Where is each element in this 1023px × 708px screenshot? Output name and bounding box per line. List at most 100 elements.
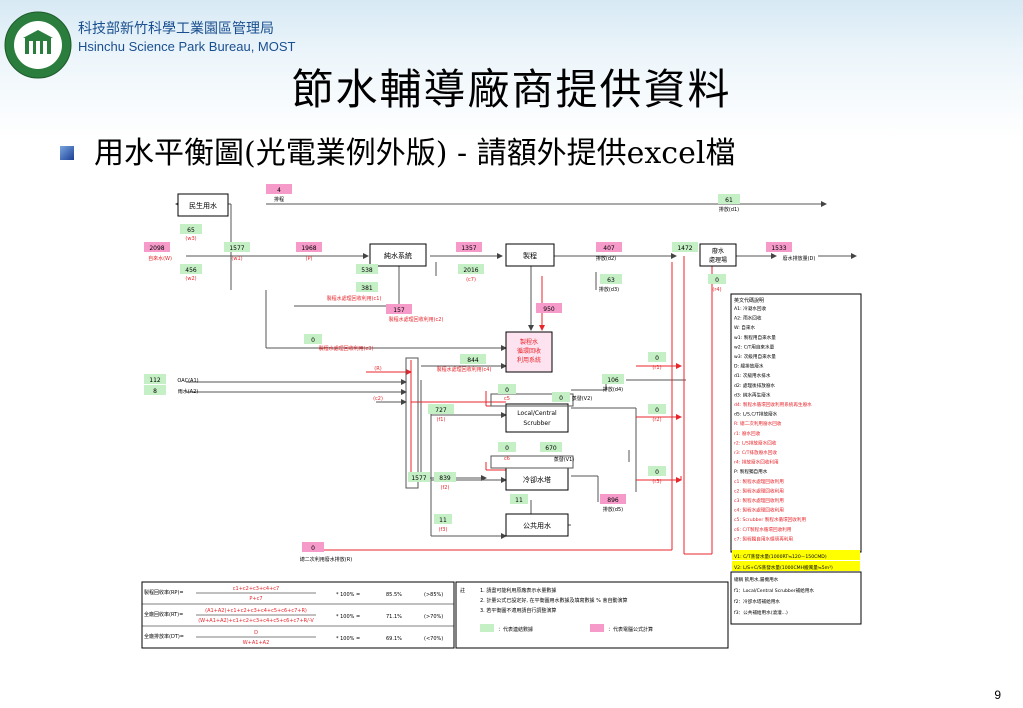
water-balance-svg: 民生用水 純水系統 製程 廢水 處理場 製程水 循環回收 利用系統 Local/…	[141, 184, 862, 649]
note-3: 3. 若平衡圖不適用請自行調整演算	[480, 607, 556, 614]
cell-1357	[456, 242, 482, 252]
label-c5: c5	[504, 396, 510, 402]
label-d2: 排放(d2)	[596, 255, 616, 262]
label-r3: (r3)	[652, 479, 661, 485]
rt-value: 71.1%	[386, 614, 402, 620]
label-c3: 製程水處理回收利用(c3)	[319, 345, 374, 352]
note-1: 1. 請盡可能利用原廠表示水量數據	[480, 587, 556, 594]
value-f1: 727	[435, 407, 447, 414]
value-P: 1968	[301, 245, 316, 252]
label-R: (R)	[374, 366, 381, 372]
dt-name: 全廠排放率(DT)=	[144, 633, 184, 640]
cell-D	[766, 242, 792, 252]
rp-value: 85.5%	[386, 592, 402, 598]
legend-item: c6: C/T製程水循環回收利用	[734, 526, 792, 533]
slide-title: 節水輔導廠商提供資料	[291, 65, 732, 114]
legend-item: d4: 製程水循環回收利用系統再生廢水	[734, 401, 812, 408]
label-w2: (w2)	[185, 276, 196, 282]
cell-c5	[498, 384, 516, 394]
rt-target: (>70%)	[424, 614, 443, 620]
page-number: 9	[994, 688, 1001, 702]
public-water-box	[505, 513, 569, 537]
value-V1: 670	[545, 445, 557, 452]
legend-item: W: 自來水	[734, 324, 755, 331]
legend-highlight-1-bg	[732, 550, 860, 560]
key-green-swatch	[480, 624, 494, 632]
cell-f1	[428, 404, 454, 414]
legend-item: c1: 製程水處理回收利用	[734, 478, 784, 485]
cell-d4	[602, 374, 624, 384]
legend-item: A2: 雨水回收	[734, 315, 762, 322]
rp-target: (>85%)	[424, 592, 443, 598]
cell-d3	[600, 274, 622, 284]
legend-item: w2: C/T用自來水量	[734, 343, 775, 350]
value-1577b: 1577	[411, 475, 426, 482]
legend-highlight-2-bg	[732, 561, 860, 571]
legend-tail-item: 總稱 飲用水,屬機用水	[734, 576, 779, 583]
value-cells: 4 排程 2098 自來水(W) 1968 (P) 1357 407 排放(d2…	[144, 184, 815, 563]
dt-numerator: D	[254, 630, 258, 636]
cell-c3	[304, 334, 322, 344]
value-ww-in: 1472	[677, 245, 692, 252]
rp-name: 製程回收率(RP)=	[144, 589, 184, 596]
cell-P	[296, 242, 322, 252]
value-d2: 407	[603, 245, 615, 252]
legend-item: R: 總二次利用廢水回收	[734, 420, 782, 427]
value-c7: 2016	[463, 267, 478, 274]
label-D: 廢水排放量(D)	[783, 255, 816, 262]
recycle-label-1: 製程水	[520, 338, 538, 346]
cell-1577b	[408, 472, 430, 482]
legend-item: r2: L/S排放廢水回收	[734, 439, 777, 446]
value-r4: 0	[715, 277, 719, 284]
cell-d1	[718, 194, 740, 204]
value-950: 950	[543, 306, 555, 313]
value-d1: 61	[725, 197, 733, 204]
label-bottom: 總二次利用廢水排放(R)	[300, 556, 352, 563]
value-V2: 0	[559, 395, 563, 402]
domestic-box	[177, 193, 229, 217]
value-c1: 381	[361, 285, 373, 292]
legend-item: r3: C/T排放廢水回收	[734, 449, 777, 456]
rt-numerator: (A1+A2)+c1+c2+c3+c4+c5+c6+c7+R)	[205, 608, 307, 614]
legend-tail-item: f3：公共補給用水(澆灌...)	[734, 609, 788, 616]
water-balance-diagram: 民生用水 純水系統 製程 廢水 處理場 製程水 循環回收 利用系統 Local/…	[136, 180, 887, 664]
rt-denominator: (W+A1+A2)+c1+c2+c3+c4+c5+c6+c7+R/-V	[198, 618, 314, 624]
cell-2098	[144, 242, 170, 252]
domestic-box-label: 民生用水	[189, 201, 217, 210]
organization-name-zh: 科技部新竹科學工業園區管理局	[78, 21, 274, 37]
label-A1: OAC(A1)	[177, 378, 198, 384]
value-r1: 0	[655, 355, 659, 362]
legend-item: r1: 廢水回收	[734, 430, 761, 437]
value-d3: 63	[607, 277, 615, 284]
legend-highlight-2: V2: L/S+C/S蒸發水量(1000CMH搬風量≒5m³)	[734, 564, 833, 571]
wastewater-box-label-1: 廢水	[712, 247, 724, 255]
rt-percent: * 100% =	[336, 614, 360, 620]
rp-numerator: c1+c2+c3+c4+c7	[233, 586, 279, 592]
value-f2: 839	[439, 475, 451, 482]
label-r4: (r4)	[712, 287, 721, 293]
rp-denominator: P+c7	[249, 596, 262, 602]
wastewater-box-label-2: 處理場	[709, 256, 727, 264]
note-2: 2. 計量公式已設定好, 在平衡圖用水數據及填寫數據 % 會自動演算	[480, 597, 627, 604]
rp-percent: * 100% =	[336, 592, 360, 598]
legend-item: c4: 製程水處理回收利用	[734, 507, 784, 514]
label-w3: (w3)	[185, 236, 196, 242]
legend-title: 英文代碼說明	[734, 297, 764, 304]
cell-f3	[434, 514, 452, 524]
label-d1: 排放(d1)	[719, 206, 739, 213]
value-d5: 896	[607, 497, 619, 504]
value-A1: 112	[149, 377, 161, 384]
cell-bottom	[302, 542, 324, 552]
label-r2: (r2)	[652, 417, 661, 423]
cell-top4	[266, 184, 292, 194]
formula-table: 製程回收率(RP)= c1+c2+c3+c4+c7 P+c7 * 100% = …	[141, 581, 455, 649]
scrubber-label-2: Scrubber	[523, 420, 551, 427]
recycle-label-2: 循環回收	[517, 347, 541, 355]
dt-denominator: W+A1+A2	[243, 640, 270, 646]
legend-tail-item: f1：Local/Central Scrubber補給用水	[734, 587, 814, 594]
cell-f3b	[510, 494, 528, 504]
label-d5: 排放(d5)	[603, 506, 623, 513]
organization-name: 科技部新竹科學工業園區管理局 Hsinchu Science Park Bure…	[78, 21, 295, 55]
cooling-tower-label: 冷卻水塔	[523, 475, 551, 484]
